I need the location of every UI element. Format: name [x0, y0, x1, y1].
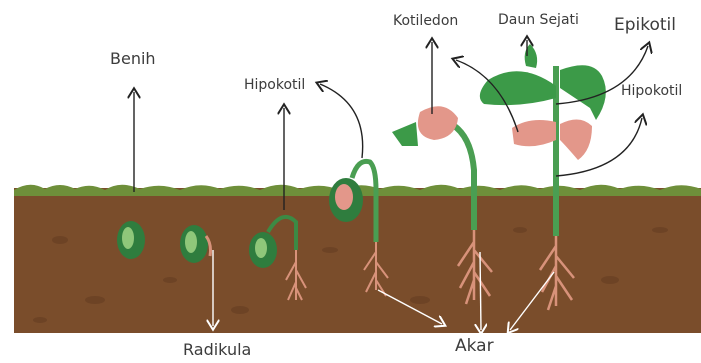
label-kotiledon: Kotiledon [393, 14, 458, 28]
label-radikula: Radikula [183, 342, 251, 358]
label-hipokotil-1: Hipokotil [244, 78, 305, 92]
label-akar: Akar [455, 338, 494, 355]
label-benih: Benih [110, 51, 156, 67]
label-daun-sejati: Daun Sejati [498, 13, 579, 27]
seed-stage-1 [117, 221, 145, 259]
hipokotil-1-curve-arrow [320, 84, 363, 158]
akar-arrow-2 [480, 252, 481, 330]
label-hipokotil-2: Hipokotil [621, 84, 682, 98]
label-epikotil: Epikotil [614, 17, 676, 34]
